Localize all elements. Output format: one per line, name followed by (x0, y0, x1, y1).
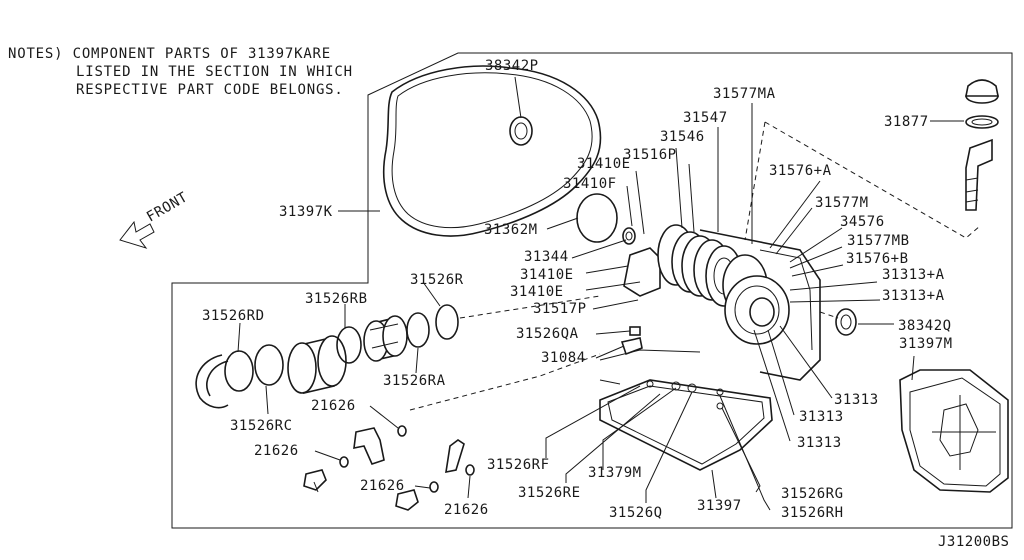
label-31526RF: 31526RF (487, 457, 550, 473)
label-31410F: 31410F (563, 176, 617, 192)
oil-seal-38342q-icon (835, 308, 857, 336)
oil-seal-38342p-icon (509, 116, 533, 146)
notes-line-3: RESPECTIVE PART CODE BELONGS. (76, 82, 344, 98)
label-34576: 34576 (840, 214, 885, 230)
label-31410E-top: 31410E (577, 156, 631, 172)
label-31576B: 31576+B (846, 251, 909, 267)
label-31526RE: 31526RE (518, 485, 581, 501)
seal-rings-31526-icon (195, 304, 459, 409)
label-38342P: 38342P (485, 58, 539, 74)
diagram-code: J31200BS (938, 534, 1009, 550)
breather-assembly-31877-icon (965, 79, 999, 211)
label-31313-1: 31313 (834, 392, 879, 408)
label-31577MB: 31577MB (847, 233, 910, 249)
label-31313-3: 31313 (797, 435, 842, 451)
dipstick-guide-dashes (764, 121, 981, 239)
side-cover-31397m-icon (899, 369, 1009, 493)
label-31576A: 31576+A (769, 163, 832, 179)
label-31084: 31084 (541, 350, 586, 366)
label-31577M: 31577M (815, 195, 869, 211)
label-31313A-2: 31313+A (882, 288, 945, 304)
label-31517P: 31517P (533, 301, 587, 317)
label-31526RG: 31526RG (781, 486, 844, 502)
ring-31344-icon (622, 227, 636, 245)
label-31526RD: 31526RD (202, 308, 265, 324)
label-31577MA: 31577MA (713, 86, 776, 102)
clutch-pack-assembly-icon (623, 224, 821, 381)
label-21626-a: 21626 (311, 398, 356, 414)
label-38342Q: 38342Q (898, 318, 952, 334)
label-21626-c: 21626 (360, 478, 405, 494)
label-31410E-low: 31410E (510, 284, 564, 300)
label-31526RH: 31526RH (781, 505, 844, 521)
label-31877: 31877 (884, 114, 929, 130)
o-ring-31362m-icon (576, 193, 618, 243)
label-31362M: 31362M (484, 222, 538, 238)
label-21626-d: 21626 (444, 502, 489, 518)
converter-housing-gasket-icon (382, 65, 602, 237)
label-21626-b: 21626 (254, 443, 299, 459)
front-arrow-icon: FRONT (119, 189, 191, 249)
fittings-21626-icon (303, 425, 475, 511)
label-31547: 31547 (683, 110, 728, 126)
label-31526RC: 31526RC (230, 418, 293, 434)
label-31526R: 31526R (410, 272, 464, 288)
label-31410E-mid: 31410E (520, 267, 574, 283)
notes-block: NOTES) COMPONENT PARTS OF 31397KARE LIST… (8, 46, 353, 98)
label-31526QA: 31526QA (516, 326, 579, 342)
bracket-31084-icon (620, 337, 643, 356)
label-31397: 31397 (697, 498, 742, 514)
label-31397M: 31397M (899, 336, 953, 352)
label-31397K: 31397K (279, 204, 333, 220)
label-31526Q: 31526Q (609, 505, 663, 521)
plug-31526qa-icon (629, 326, 641, 336)
notes-line-1: NOTES) COMPONENT PARTS OF 31397KARE (8, 46, 331, 62)
front-label: FRONT (144, 189, 191, 225)
leader-lines (237, 76, 964, 511)
notes-line-2: LISTED IN THE SECTION IN WHICH (76, 64, 353, 80)
label-31526RB: 31526RB (305, 291, 368, 307)
label-31516P: 31516P (623, 147, 677, 163)
label-31379M: 31379M (588, 465, 642, 481)
label-31313A-1: 31313+A (882, 267, 945, 283)
label-31546: 31546 (660, 129, 705, 145)
kit-outline-frame (171, 52, 1013, 529)
label-31313-2: 31313 (799, 409, 844, 425)
label-31344: 31344 (524, 249, 569, 265)
part-labels: 38342P 31577MA 31547 31546 31516P 31410E… (202, 58, 953, 521)
oil-pan-31397-icon (599, 379, 773, 471)
converter-housing-gasket-inner (391, 72, 593, 229)
label-31526RA: 31526RA (383, 373, 446, 389)
